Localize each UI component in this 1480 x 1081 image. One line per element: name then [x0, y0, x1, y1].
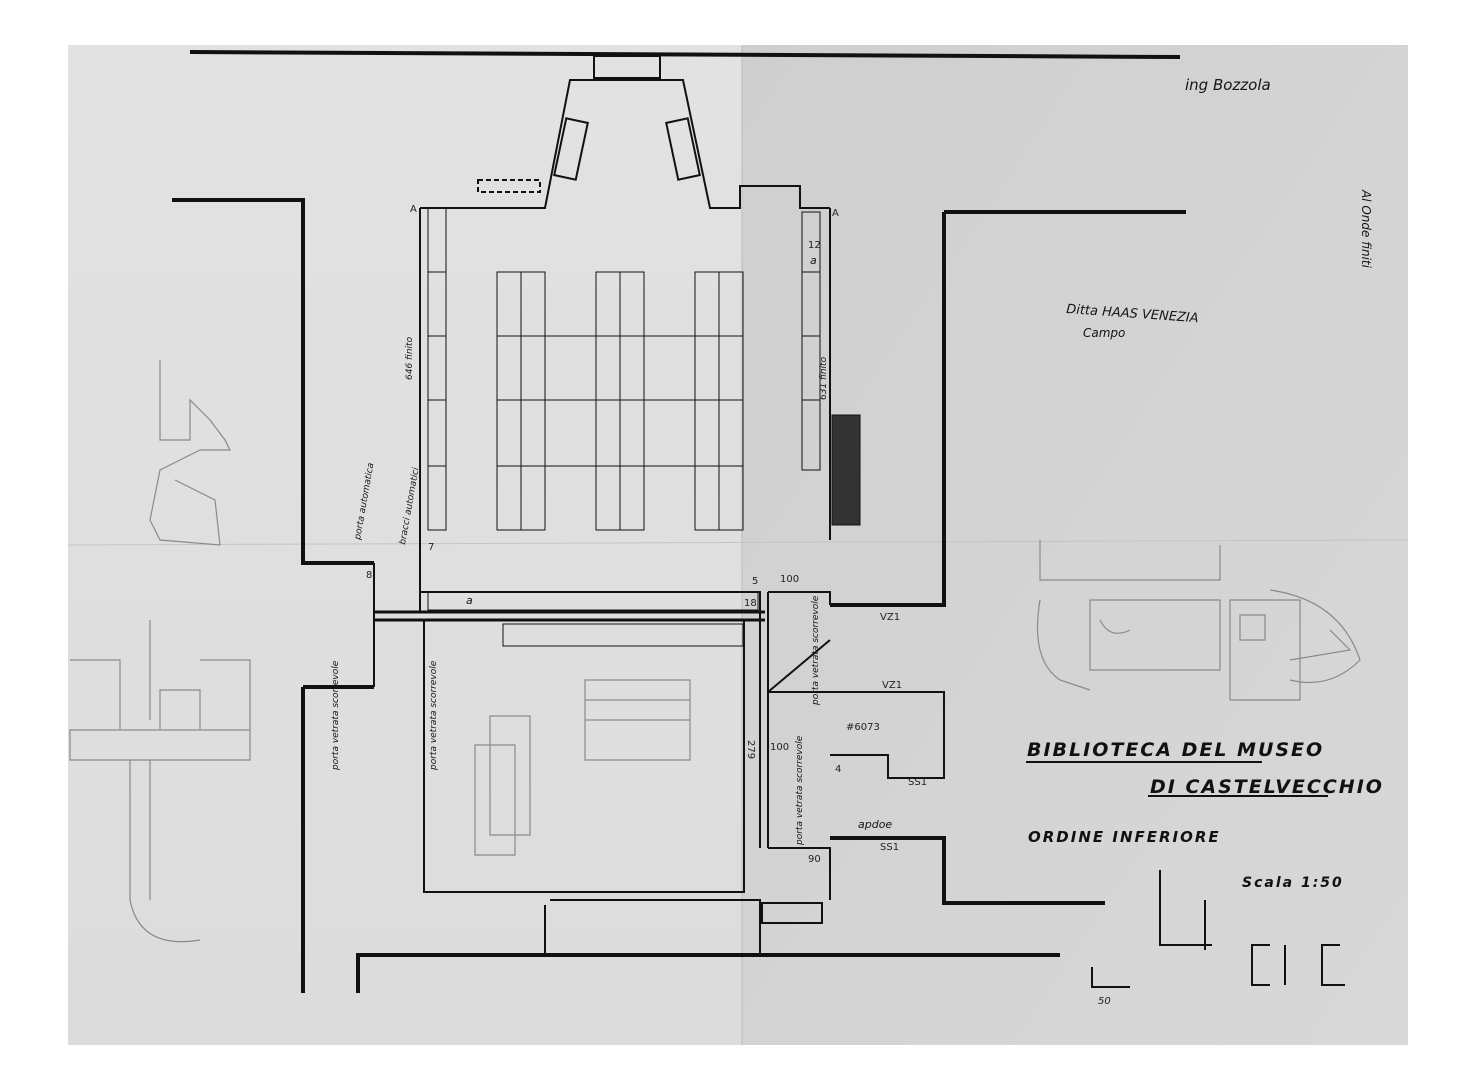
- dimension-label: 4: [835, 764, 841, 775]
- dimension-label: SS1: [908, 777, 927, 788]
- room-note: porta vetrata scorrevole: [331, 660, 341, 771]
- paper-right-half: [742, 45, 1408, 1045]
- supplier-subnote: Campo: [1083, 326, 1125, 340]
- dimension-label: 18: [744, 598, 757, 609]
- title-line-2: DI CASTELVECCHIO: [1150, 776, 1384, 798]
- profile-sketches: [1091, 870, 1345, 988]
- dimension-label: VZ1: [880, 612, 900, 623]
- dimension-label: 100: [780, 574, 799, 585]
- left-wall-dimension: 646 finito: [405, 336, 415, 380]
- side-rooms: [767, 591, 945, 900]
- dimension-label: 279: [745, 740, 756, 759]
- section-mark-a-right: A: [832, 208, 839, 219]
- label-a-2: a: [810, 254, 817, 267]
- fold-line-horizontal: [67, 539, 1409, 546]
- corridor-note: porta vetrata scorrevole: [429, 660, 439, 771]
- outer-walls: [172, 50, 1186, 993]
- dimension-label: 90: [808, 854, 821, 865]
- door-note: porta vetrata scorrevole: [795, 735, 805, 846]
- engineer-note: ing Bozzola: [1185, 76, 1271, 94]
- vestibule-note: porta vetrata scorrevole: [811, 595, 821, 706]
- bookshelves: [427, 207, 861, 647]
- label-a: a: [466, 594, 473, 607]
- scale-label: Scala 1:50: [1242, 875, 1344, 891]
- dimension-label: 12: [808, 240, 821, 251]
- dimension-label: 7: [428, 542, 434, 553]
- dimension-label: 100: [770, 742, 789, 753]
- dimension-labels: 100 100 90 279 18 8 7 4 12 5 SS1 SS1 VZ1…: [366, 240, 1111, 1007]
- dimension-label: VZ1: [882, 680, 902, 691]
- dimension-label: 8: [366, 570, 372, 581]
- exit-note: apdoe: [858, 818, 892, 831]
- margin-note: Al Onde finiti: [1359, 189, 1373, 269]
- right-wall-dimension: 631 finito: [819, 356, 829, 400]
- title-line-1: BIBLIOTECA DEL MUSEO: [1027, 739, 1324, 761]
- dimension-label: #6073: [846, 722, 880, 733]
- section-mark-a-left: A: [410, 204, 417, 215]
- title-block: BIBLIOTECA DEL MUSEO DI CASTELVECCHIO OR…: [1026, 739, 1384, 891]
- dimension-label: SS1: [880, 842, 899, 853]
- drawing-subtitle: ORDINE INFERIORE: [1028, 828, 1221, 846]
- dimension-label: 50: [1098, 996, 1111, 1007]
- pencil-sketches: [69, 360, 1361, 943]
- dimension-label: 5: [752, 576, 758, 587]
